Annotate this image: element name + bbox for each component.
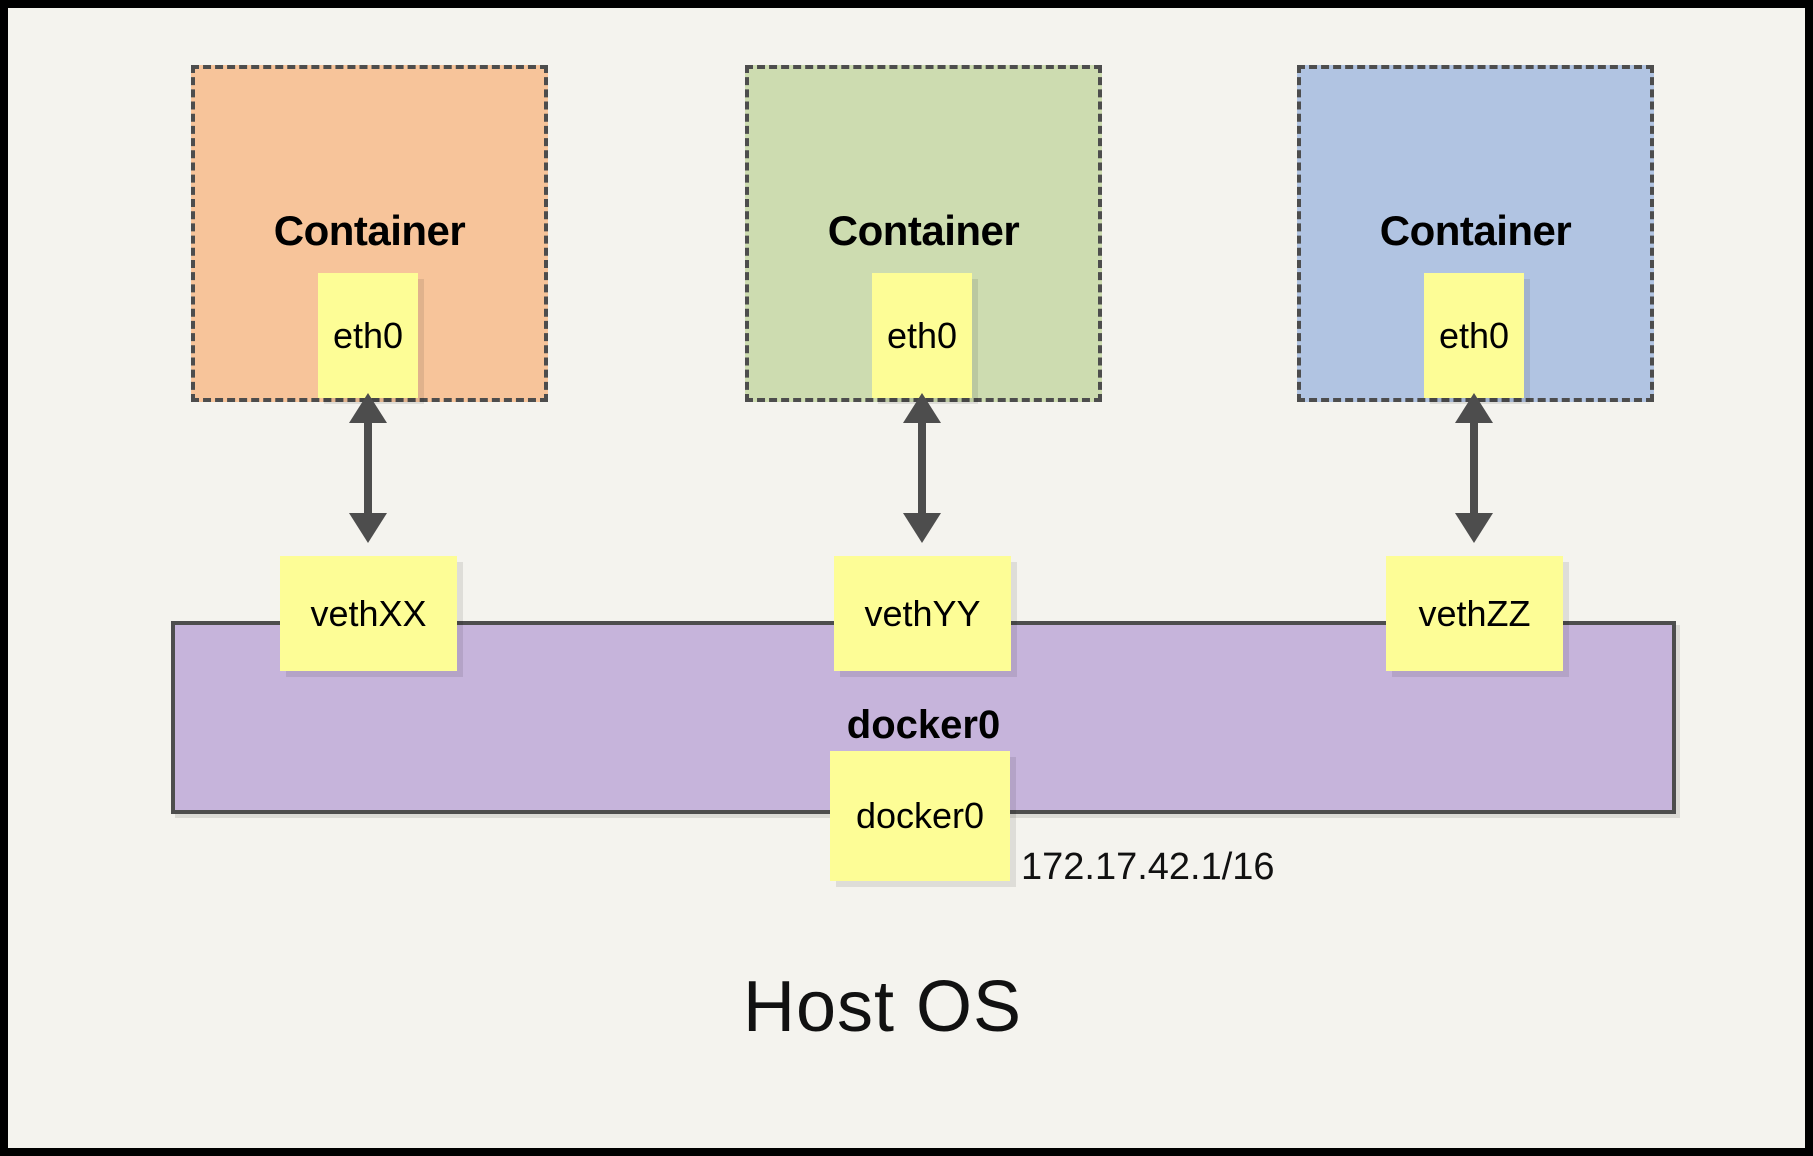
- container-title-3: Container: [1379, 207, 1572, 254]
- veth-box-1[interactable]: vethXX: [280, 556, 457, 671]
- docker0-bridge-label: docker0: [846, 703, 1001, 747]
- container-title-1: Container: [273, 207, 466, 254]
- host-os-label: Host OS: [743, 967, 1023, 1047]
- arrow-container-2-to-veth: [903, 393, 941, 543]
- arrow-container-3-to-veth: [1455, 393, 1493, 543]
- veth-box-2[interactable]: vethYY: [834, 556, 1011, 671]
- container-eth0-box-2[interactable]: eth0: [872, 273, 972, 398]
- container-eth0-box-1[interactable]: eth0: [318, 273, 418, 398]
- veth-box-3[interactable]: vethZZ: [1386, 556, 1563, 671]
- docker0-interface-box[interactable]: docker0: [830, 751, 1010, 881]
- docker0-ip-label: 172.17.42.1/16: [1021, 846, 1275, 888]
- container-eth0-box-3[interactable]: eth0: [1424, 273, 1524, 398]
- container-title-2: Container: [827, 207, 1020, 254]
- arrow-container-1-to-veth: [349, 393, 387, 543]
